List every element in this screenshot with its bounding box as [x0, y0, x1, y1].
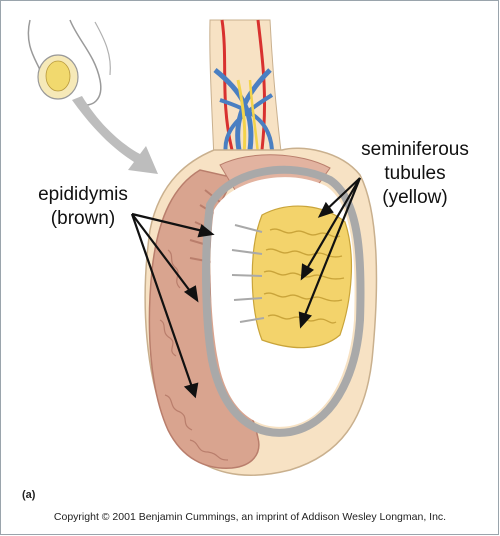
epididymis-label-line2: (brown) [50, 208, 116, 229]
seminiferous-tubules-label: seminiferous tubules (yellow) [340, 138, 490, 210]
spermatic-cord [209, 19, 283, 161]
tubule-pointer-arrows [298, 177, 362, 329]
seminiferous-label-line3: (yellow) [382, 187, 448, 208]
epididymis-label: epididymis (brown) [8, 183, 158, 231]
guide-arrow [72, 96, 158, 174]
seminiferous-label-line2: tubules [384, 163, 446, 184]
copyright-notice: Copyright © 2001 Benjamin Cummings, an i… [53, 511, 447, 523]
epididymis-pointer-arrows [130, 212, 215, 399]
epididymis-label-line1: epididymis [38, 184, 128, 205]
inset-thumbnail [27, 19, 111, 106]
tunica-albuginea [202, 165, 365, 437]
seminiferous-label-line1: seminiferous [361, 139, 469, 160]
panel-letter: (a) [22, 489, 36, 501]
